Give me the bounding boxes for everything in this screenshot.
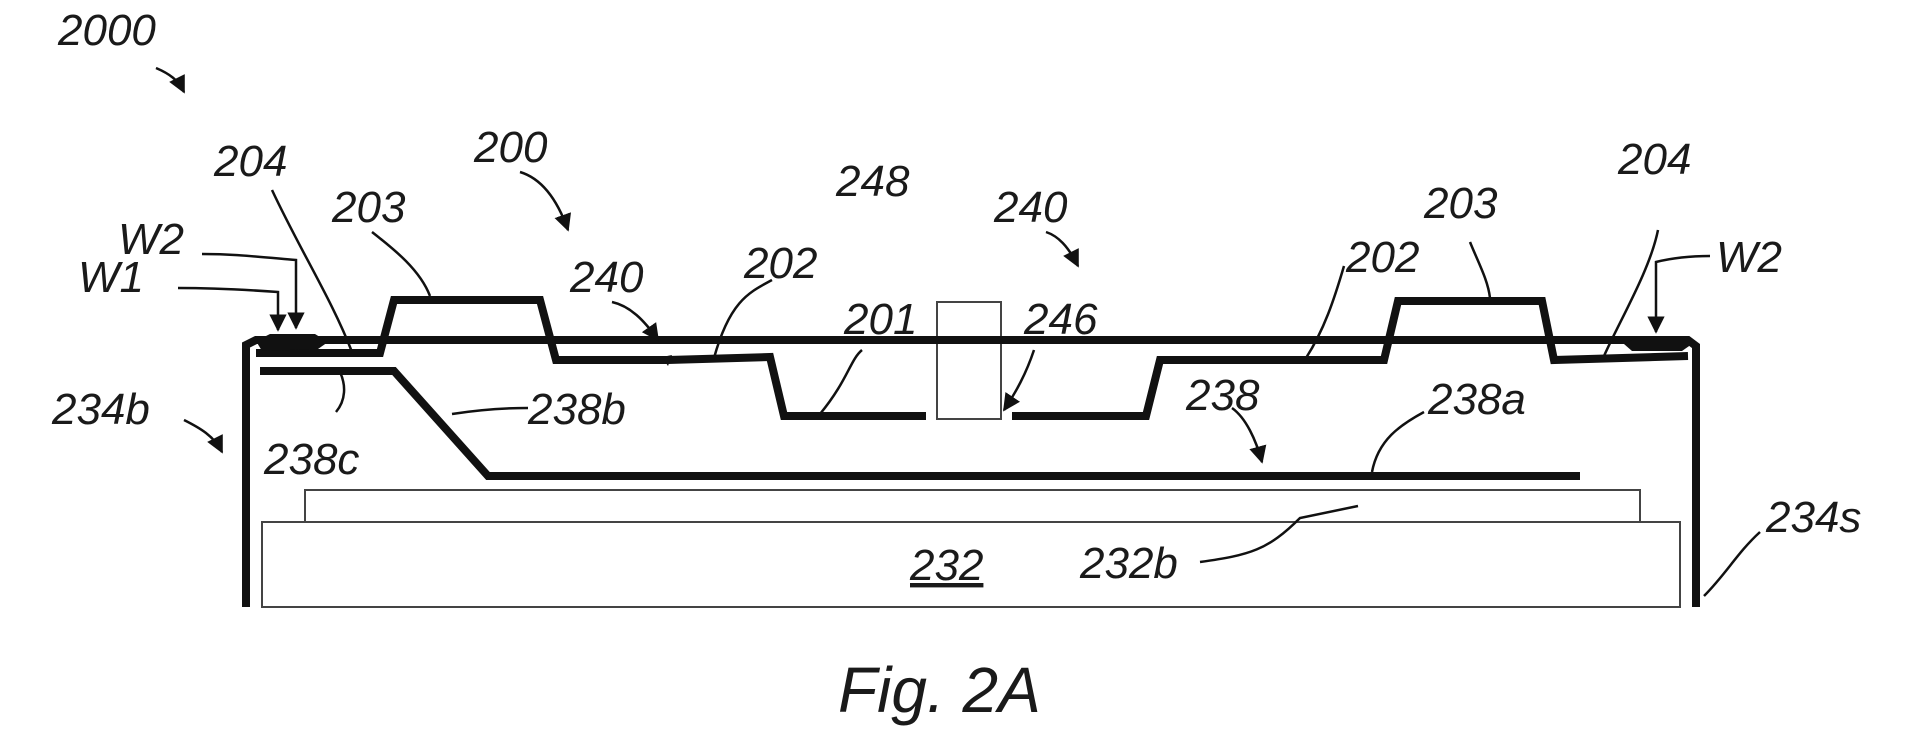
label-240-right: 240	[993, 183, 1068, 232]
arrow-200	[520, 172, 568, 230]
layer-232b	[305, 490, 1640, 522]
leader-w1	[178, 288, 278, 330]
component-248	[937, 302, 1001, 419]
leader-203-right	[1470, 242, 1490, 298]
label-238c: 238c	[263, 435, 359, 484]
leader-202-right	[1306, 266, 1344, 358]
label-200: 200	[473, 123, 548, 172]
label-204-left: 204	[213, 137, 287, 186]
arrow-240-right	[1046, 232, 1078, 266]
label-2000: 2000	[57, 6, 156, 55]
leader-203-left	[372, 232, 430, 296]
label-238a: 238a	[1427, 375, 1526, 424]
label-240-left: 240	[569, 253, 644, 302]
label-w2-right: W2	[1716, 233, 1782, 282]
arrow-240-left	[612, 302, 658, 340]
label-238: 238	[1185, 371, 1260, 420]
label-202-right: 202	[1345, 233, 1419, 282]
label-201: 201	[843, 295, 917, 344]
leader-234s	[1704, 532, 1760, 596]
weld-w2-right	[1624, 337, 1692, 351]
label-202-left: 202	[743, 239, 817, 288]
electrode-238	[260, 371, 1580, 476]
label-238b: 238b	[527, 385, 626, 434]
label-232b: 232b	[1079, 539, 1178, 588]
arrow-2000	[156, 68, 184, 92]
label-204-right: 204	[1617, 135, 1691, 184]
arrow-234b	[184, 420, 222, 452]
label-203-right: 203	[1423, 179, 1498, 228]
label-234b: 234b	[51, 385, 150, 434]
label-234s: 234s	[1765, 493, 1861, 542]
label-246: 246	[1023, 295, 1098, 344]
label-248: 248	[835, 157, 910, 206]
weld-w2-left	[256, 334, 328, 351]
label-203-left: 203	[331, 183, 406, 232]
leader-238c	[336, 372, 344, 412]
leader-238a	[1372, 412, 1424, 472]
leader-w2-right	[1656, 256, 1710, 332]
membrane-200-right	[1012, 301, 1688, 416]
leader-238b	[452, 408, 528, 414]
leader-201	[820, 350, 862, 414]
label-232: 232	[909, 541, 983, 590]
arrow-246	[1004, 350, 1034, 410]
figure-caption: Fig. 2A	[838, 654, 1041, 726]
leader-202-left	[714, 280, 772, 358]
label-w1: W1	[78, 253, 144, 302]
